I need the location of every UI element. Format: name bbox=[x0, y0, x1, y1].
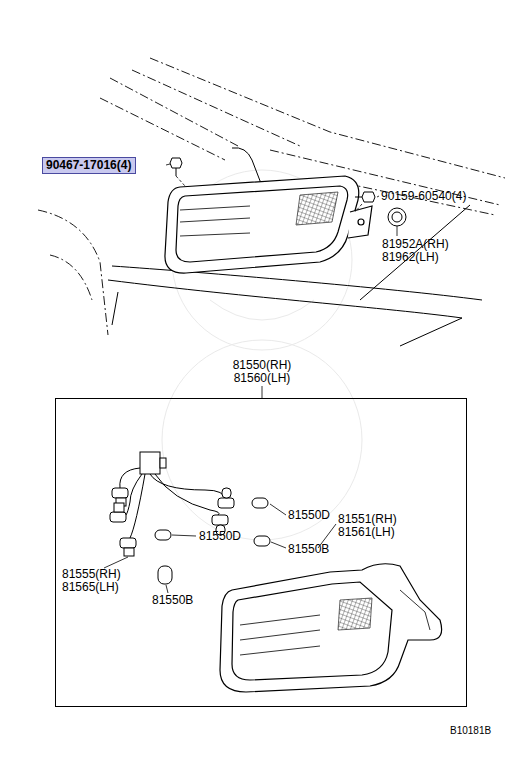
part-number: 81561(LH) bbox=[338, 526, 395, 539]
lamp-unit bbox=[220, 564, 442, 692]
highlighted-part-number: 90467-17016(4) bbox=[42, 157, 136, 174]
part-number: 90467-17016(4) bbox=[46, 159, 132, 172]
part-number: 81550D bbox=[288, 509, 330, 522]
part-number: 81962(LH) bbox=[382, 251, 439, 264]
assembly-frame: 81550(RH)81560(LH) bbox=[55, 398, 467, 707]
part-number: 81550(RH) bbox=[206, 359, 318, 372]
screws bbox=[170, 158, 406, 226]
watermark bbox=[162, 170, 362, 540]
part-number: 81560(LH) bbox=[206, 372, 318, 385]
figure-code: B10181B bbox=[450, 724, 491, 737]
car-body-solid bbox=[108, 148, 482, 346]
assembly-heading: 81550(RH)81560(LH) bbox=[206, 359, 318, 385]
wire-harness bbox=[120, 452, 225, 538]
part-number: 81550D bbox=[199, 530, 241, 543]
part-number: 81565(LH) bbox=[62, 581, 119, 594]
leader-lines bbox=[166, 164, 397, 398]
part-number: 81551(RH) bbox=[338, 513, 397, 526]
car-body bbox=[38, 58, 505, 335]
part-number: 90159-60540(4) bbox=[381, 190, 466, 203]
tail-lamp bbox=[165, 176, 372, 273]
part-number: 81550B bbox=[152, 594, 193, 607]
part-number: 81952A(RH) bbox=[382, 238, 449, 251]
part-number: 81550B bbox=[288, 543, 329, 556]
bulbs bbox=[155, 498, 270, 584]
bulb-sockets bbox=[110, 488, 234, 556]
part-number: 81555(RH) bbox=[62, 568, 121, 581]
